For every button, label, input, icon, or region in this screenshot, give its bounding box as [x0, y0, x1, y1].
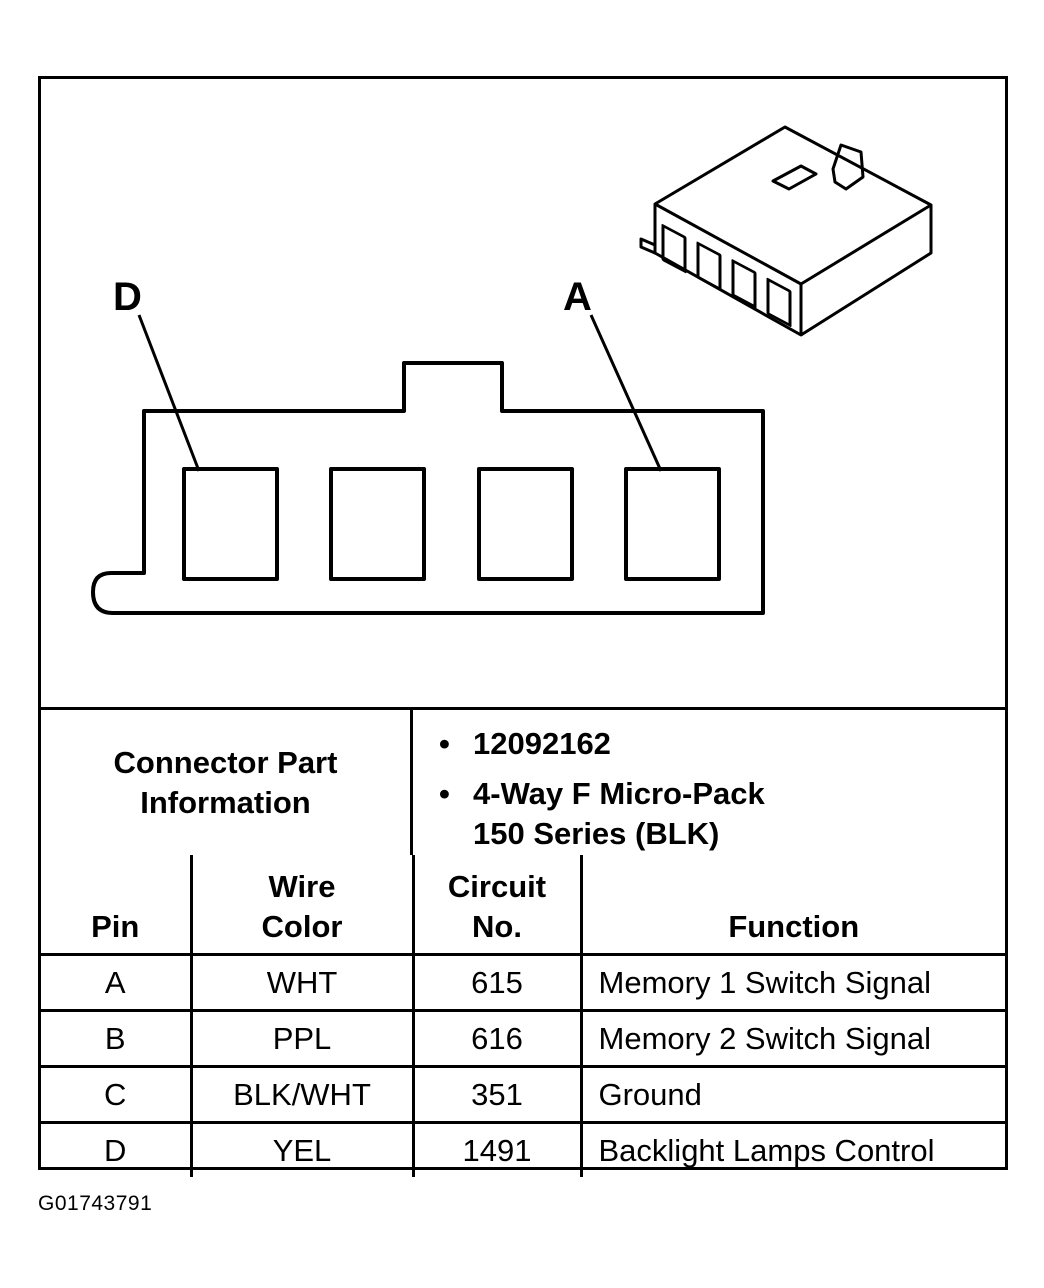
cell-pin: D: [41, 1121, 193, 1177]
figure-code: G01743791: [38, 1192, 153, 1215]
table-row: D YEL 1491 Backlight Lamps Control: [41, 1121, 1005, 1177]
cell-wire-color: WHT: [189, 953, 415, 1012]
description-line-1: 4-Way F Micro-Pack: [473, 776, 765, 811]
cell-circuit: 615: [411, 953, 583, 1012]
connector-part-info-label: Connector Part Information: [41, 710, 413, 855]
leader-line-d: [137, 314, 201, 472]
header-circuit-no: Circuit No.: [411, 855, 583, 956]
cell-pin: B: [41, 1009, 193, 1068]
cell-pin: C: [41, 1065, 193, 1124]
cell-circuit: 351: [411, 1065, 583, 1124]
header-wire-line-2: Color: [261, 909, 343, 944]
cavity-b: [477, 467, 574, 581]
connector-part-details: • 12092162 • 4-Way F Micro-Pack 150 Seri…: [413, 710, 1005, 855]
pin-table-header: Pin Wire Color Circuit No. Function: [41, 855, 1005, 956]
cell-wire-color: PPL: [189, 1009, 415, 1068]
cell-wire-color: YEL: [189, 1121, 415, 1177]
cavity-a: [624, 467, 721, 581]
header-circuit-line-1: Circuit: [447, 869, 547, 904]
cell-wire-color: BLK/WHT: [189, 1065, 415, 1124]
connector-part-info: Connector Part Information • 12092162 • …: [41, 707, 1005, 855]
header-function: Function: [579, 855, 1005, 956]
table-row: C BLK/WHT 351 Ground: [41, 1065, 1005, 1124]
cavity-d: [182, 467, 279, 581]
bullet-icon: •: [439, 776, 450, 811]
pin-d-label: D: [113, 275, 142, 319]
header-pin: Pin: [41, 855, 193, 956]
leader-line-a: [589, 314, 663, 472]
cell-circuit: 1491: [411, 1121, 583, 1177]
part-number-item: • 12092162: [439, 724, 1005, 764]
diagram-frame: D A Connector Part Information • 1209216…: [38, 76, 1008, 1177]
description-line-2: 150 Series (BLK): [473, 816, 720, 851]
cell-circuit: 616: [411, 1009, 583, 1068]
connector-illustration: D A: [41, 79, 1005, 707]
pin-a-label: A: [563, 275, 592, 319]
bullet-icon: •: [439, 726, 450, 761]
connector-3d-view: [639, 125, 933, 337]
part-number: 12092162: [473, 726, 611, 761]
header-circuit-line-2: No.: [472, 909, 522, 944]
connector-description-item: • 4-Way F Micro-Pack 150 Series (BLK): [439, 774, 1005, 854]
cell-function: Memory 1 Switch Signal: [579, 953, 1005, 1012]
header-wire-line-1: Wire: [268, 869, 336, 904]
cell-pin: A: [41, 953, 193, 1012]
cell-function: Memory 2 Switch Signal: [579, 1009, 1005, 1068]
cell-function: Backlight Lamps Control: [579, 1121, 1005, 1177]
cavity-c: [329, 467, 426, 581]
header-wire-color: Wire Color: [189, 855, 415, 956]
pin-table: Pin Wire Color Circuit No. Function A WH…: [41, 855, 1005, 1177]
connector-face-outline: [91, 361, 765, 615]
table-row: B PPL 616 Memory 2 Switch Signal: [41, 1009, 1005, 1068]
info-label-line-2: Information: [140, 784, 311, 820]
info-label-line-1: Connector Part: [113, 744, 338, 780]
connector-drawing: [91, 125, 933, 615]
cell-function: Ground: [579, 1065, 1005, 1124]
table-row: A WHT 615 Memory 1 Switch Signal: [41, 953, 1005, 1012]
